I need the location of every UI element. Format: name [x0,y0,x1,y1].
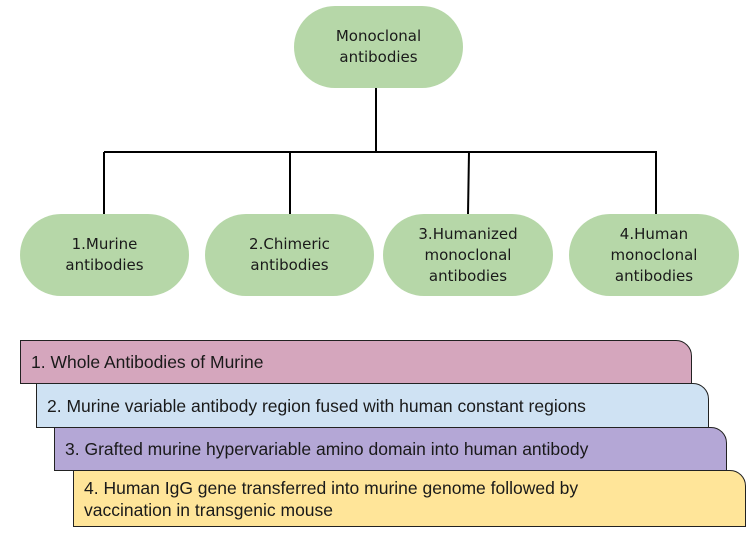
node-murine-antibodies: 1.Murine antibodies [20,214,189,296]
description-bar-3: 3. Grafted murine hypervariable amino do… [54,427,727,471]
description-bar-2: 2. Murine variable antibody region fused… [36,383,709,428]
node-human-antibodies: 4.Human monoclonal antibodies [569,214,739,296]
description-text-1: 1. Whole Antibodies of Murine [31,352,264,372]
node-chimeric-antibodies: 2.Chimeric antibodies [205,214,374,296]
branch-3 [467,151,470,215]
description-text-2: 2. Murine variable antibody region fused… [47,395,586,416]
description-text-4: 4. Human IgG gene transferred into murin… [84,477,579,520]
description-text-3: 3. Grafted murine hypervariable amino do… [65,439,589,459]
description-bar-4: 4. Human IgG gene transferred into murin… [73,470,746,527]
root-node-monoclonal-antibodies: Monoclonal antibodies [294,6,463,88]
node-humanized-antibodies: 3.Humanized monoclonal antibodies [383,214,553,296]
description-bar-1: 1. Whole Antibodies of Murine [20,340,692,384]
